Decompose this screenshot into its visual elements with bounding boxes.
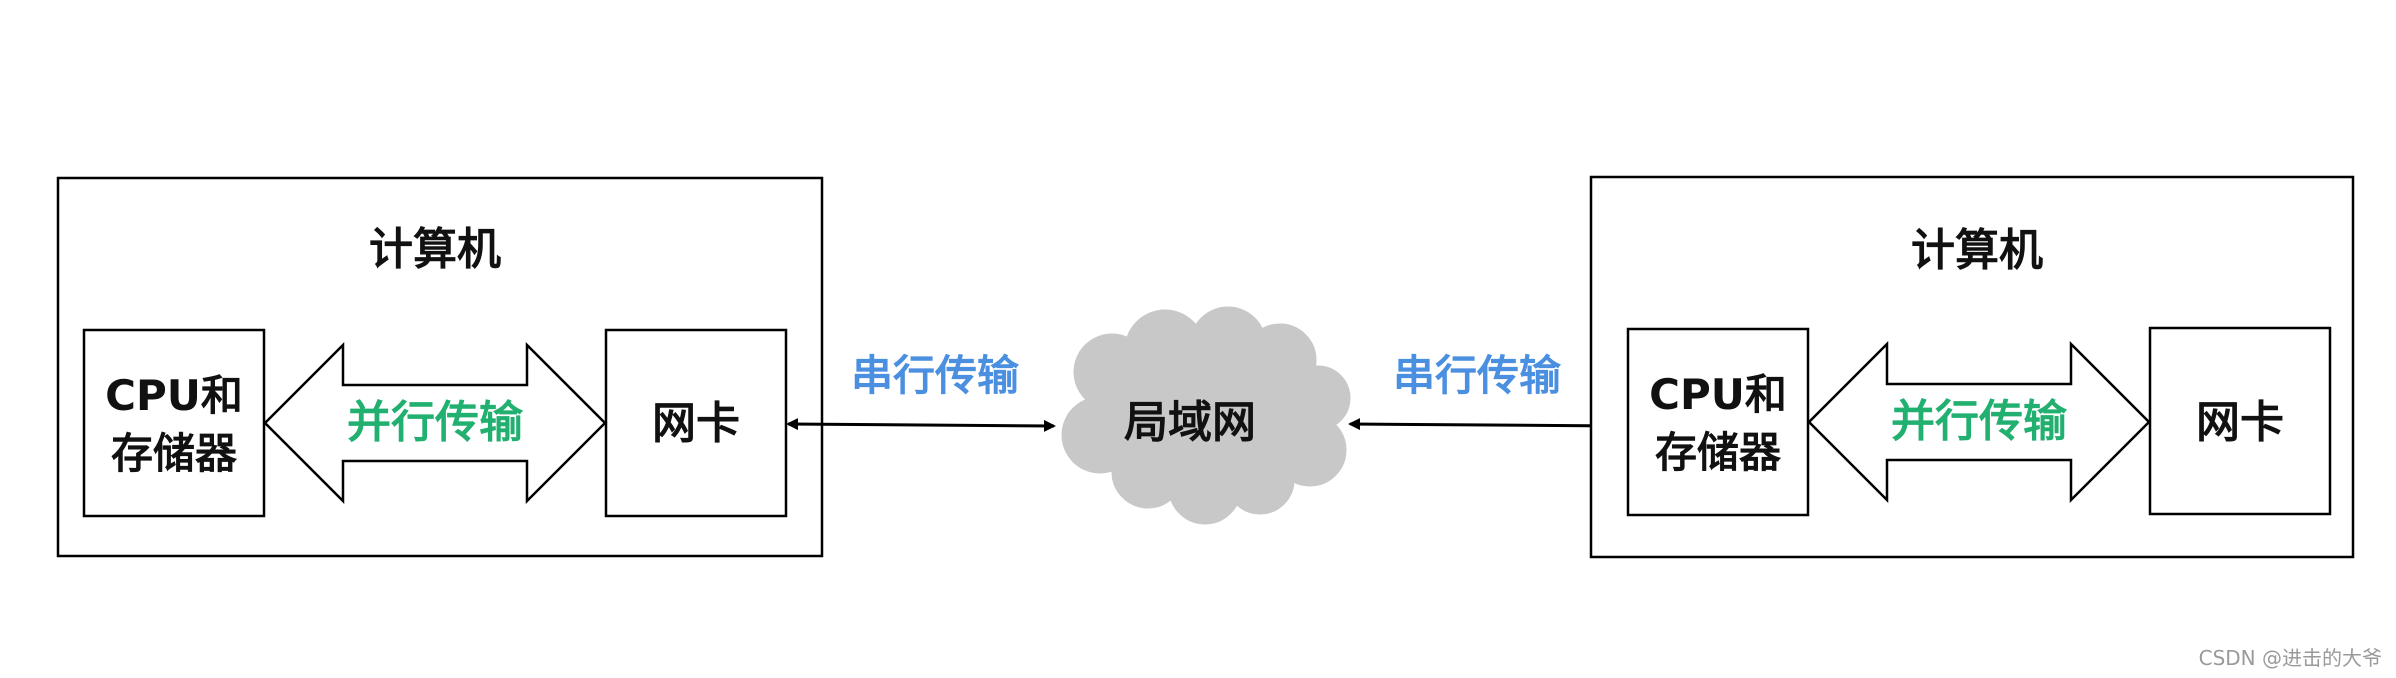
- left-computer-title: 计算机: [369, 224, 501, 275]
- left-parallel-label: 并行传输: [347, 397, 524, 448]
- lan-label: 局域网: [1124, 397, 1256, 448]
- right-computer: 计算机 CPU和 存储器 并行传输 网卡: [1589, 175, 2355, 559]
- left-computer: 计算机 CPU和 存储器 并行传输 网卡: [56, 176, 824, 558]
- left-nic-box: [604, 328, 788, 518]
- right-nic-box: [2148, 326, 2332, 516]
- lan-cloud: 局域网: [1061, 306, 1351, 525]
- left-serial-arrow: [786, 418, 1056, 432]
- right-cpu-label-line2: 存储器: [1655, 428, 1782, 477]
- right-serial-label: 串行传输: [1393, 351, 1562, 400]
- left-cpu-memory-box: [82, 328, 266, 518]
- left-cpu-label-line2: 存储器: [111, 429, 238, 478]
- right-computer-title: 计算机: [1911, 225, 2043, 276]
- right-serial-link: 串行传输: [1348, 351, 1622, 432]
- right-nic-label: 网卡: [2196, 397, 2284, 448]
- right-cpu-label-line1: CPU和: [1649, 370, 1787, 419]
- right-cpu-memory-box: [1626, 327, 1810, 517]
- left-serial-link: 串行传输: [786, 351, 1056, 432]
- right-serial-arrow: [1348, 418, 1622, 432]
- left-cpu-label-line1: CPU和: [105, 371, 243, 420]
- left-nic-label: 网卡: [652, 398, 740, 449]
- right-parallel-label: 并行传输: [1891, 396, 2068, 447]
- watermark-text: CSDN @进击的大爷: [2199, 646, 2382, 670]
- left-serial-label: 串行传输: [851, 351, 1020, 400]
